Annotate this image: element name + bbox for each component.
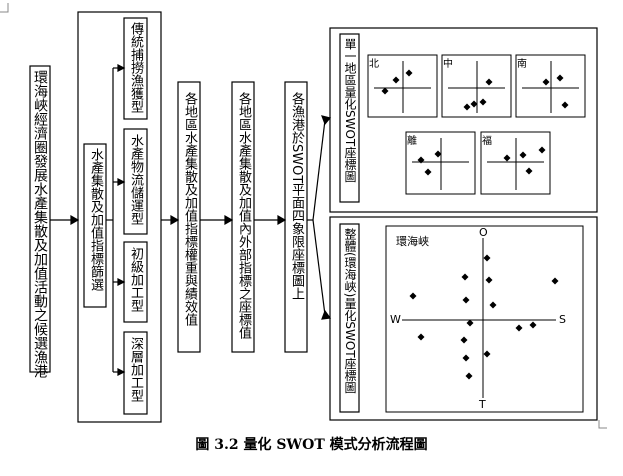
- box-screening: [83, 143, 107, 308]
- data-point-diamond: [470, 100, 478, 108]
- data-point-diamond: [519, 151, 527, 159]
- data-point-diamond: [542, 78, 550, 86]
- overall-chart-frame: [385, 225, 584, 413]
- arrow-1-head: [70, 214, 80, 226]
- data-point-diamond: [392, 76, 400, 84]
- corner-mark: [598, 420, 607, 429]
- development-label: 環海峽經濟圈發展水產集散及加值活動之候選漁港: [32, 70, 48, 378]
- overall-title: 整體(環海峽)量化SWOT座標圖: [343, 228, 357, 394]
- data-point-diamond: [551, 277, 559, 285]
- data-point-diamond: [561, 101, 569, 109]
- data-point-diamond: [485, 78, 493, 86]
- data-point-diamond: [417, 333, 425, 341]
- data-point-diamond: [460, 336, 468, 344]
- axis-label-top: O: [479, 226, 488, 239]
- coords-label: 各地區水產集散及加值內外部指標之座標值: [236, 92, 251, 339]
- type-label-2: 水產物流儲運型: [128, 134, 143, 225]
- data-point-diamond: [485, 276, 493, 284]
- box-type-4: [123, 331, 148, 415]
- data-point-diamond: [424, 168, 432, 176]
- weights-label: 各地區水產集散及加值指標權重與績效值: [182, 92, 197, 326]
- data-point-diamond: [479, 98, 487, 106]
- overall-chart-title: 環海峽: [396, 235, 429, 248]
- data-point-diamond: [434, 150, 442, 158]
- branch-head-1: [117, 64, 126, 72]
- region-label-outlying: 離: [407, 136, 417, 147]
- axis-label-bottom: T: [479, 398, 486, 411]
- data-point-diamond: [462, 296, 470, 304]
- data-point-diamond: [462, 354, 470, 362]
- data-point-diamond: [538, 146, 546, 154]
- region-label-central: 中: [443, 59, 453, 70]
- axis-label-left: W: [390, 313, 401, 326]
- box-development: [29, 65, 51, 373]
- box-overall-title: [339, 223, 360, 413]
- fork-down: [312, 219, 326, 316]
- branch-head-2: [117, 178, 126, 186]
- arrow-4-head: [277, 214, 287, 226]
- type-label-3: 初級加工型: [128, 247, 143, 312]
- branch-head-4: [117, 368, 126, 376]
- fork-down-head: [321, 309, 332, 320]
- box-plane: [284, 81, 308, 353]
- data-point-diamond: [381, 87, 389, 95]
- region-label-fujian: 福: [482, 136, 492, 147]
- data-point-diamond: [405, 69, 413, 77]
- data-point-diamond: [489, 301, 497, 309]
- region-label-south: 南: [517, 59, 527, 70]
- corner-mark: [0, 3, 9, 13]
- data-point-diamond: [417, 156, 425, 164]
- data-point-diamond: [466, 319, 474, 327]
- data-point-diamond: [525, 167, 533, 175]
- type-label-4: 深層加工型: [128, 337, 143, 402]
- region-label-north: 北: [369, 59, 379, 70]
- data-point-diamond: [503, 154, 511, 162]
- arrow-3-head: [224, 214, 234, 226]
- data-point-diamond: [529, 321, 537, 329]
- box-single-title: [339, 33, 360, 203]
- axis-label-right: S: [559, 313, 566, 326]
- single-title: 單一地區量化SWOT座標圖: [343, 38, 357, 183]
- fork-up-head: [321, 115, 332, 126]
- data-point-diamond: [409, 292, 417, 300]
- plane-label: 各漁港於SWOT平面四象限座標圖上: [289, 92, 304, 301]
- data-point-diamond: [556, 74, 564, 82]
- data-point-diamond: [483, 350, 491, 358]
- data-point-diamond: [515, 324, 523, 332]
- branch-head-3: [117, 278, 126, 286]
- arrow-2-head: [170, 214, 180, 226]
- fork-up: [312, 119, 326, 221]
- figure-caption: 圖 3.2 量化 SWOT 模式分析流程圖: [195, 437, 428, 453]
- data-point-diamond: [483, 254, 491, 262]
- screening-label: 水產集散及加值指標篩選: [88, 148, 103, 291]
- box-weights: [177, 81, 201, 353]
- data-point-diamond: [465, 372, 473, 380]
- data-point-diamond: [463, 103, 471, 111]
- type-label-1: 傳統捕撈漁獲型: [128, 22, 143, 113]
- data-point-diamond: [461, 273, 469, 281]
- box-coords: [231, 81, 255, 353]
